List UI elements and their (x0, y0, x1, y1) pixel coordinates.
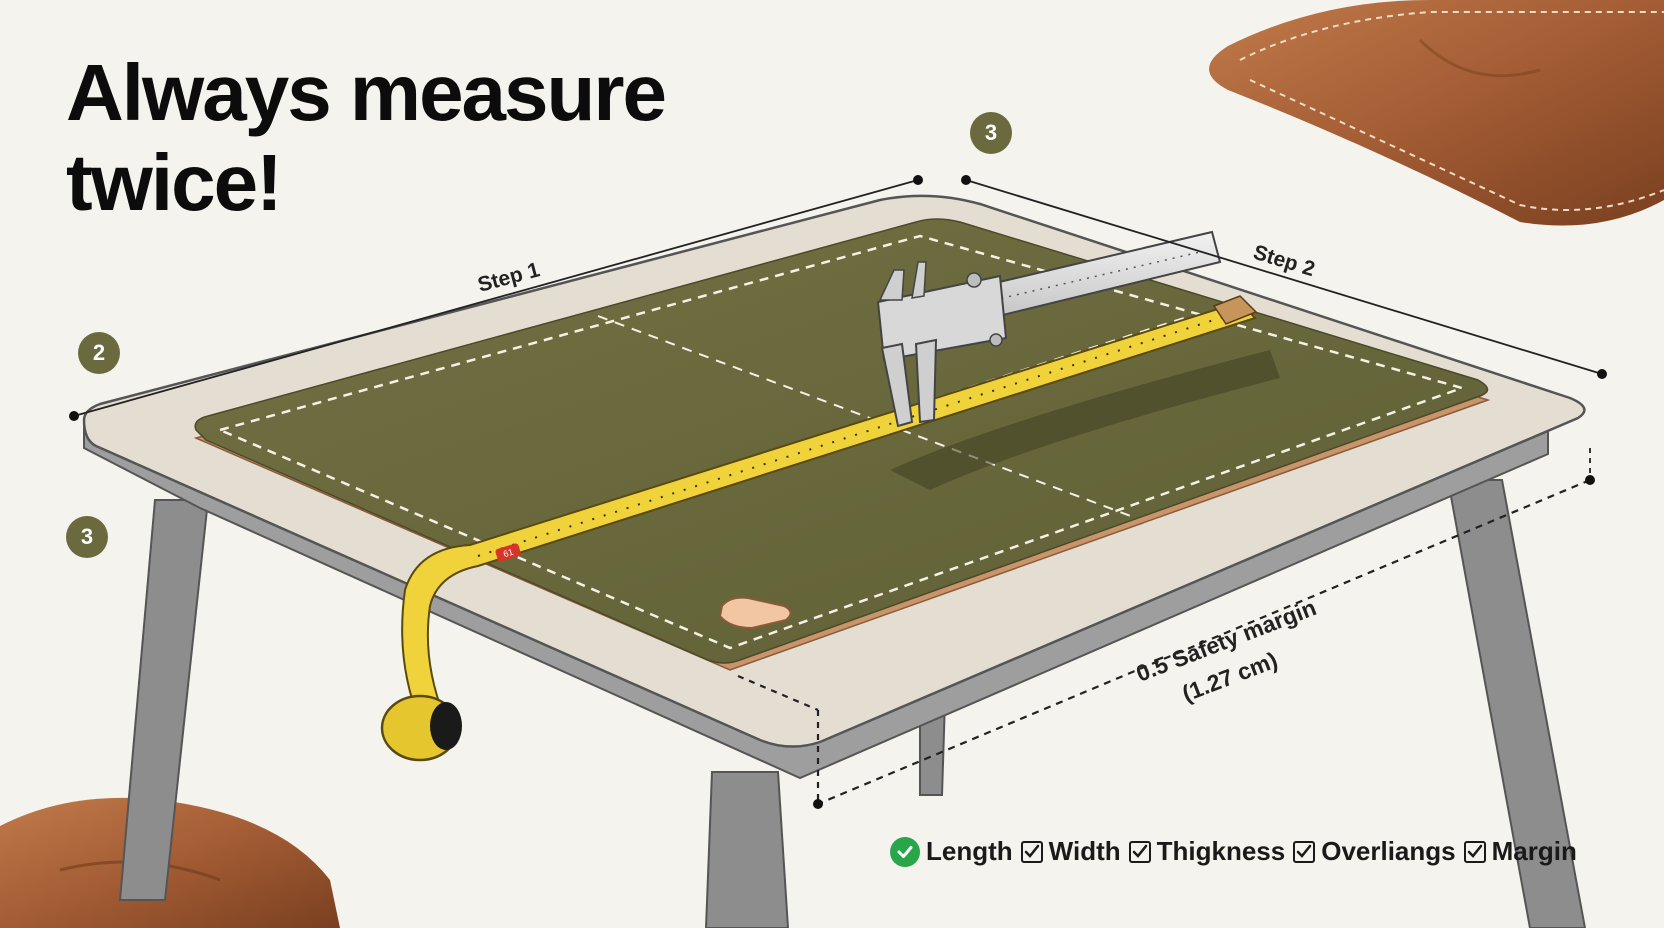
leather-swatch (718, 596, 792, 630)
dimension-lines (73, 179, 1603, 806)
checklist-label: Overliangs (1321, 836, 1456, 866)
page-title: Always measure twice! (66, 48, 667, 228)
step-badge-left-upper: 2 (78, 332, 120, 374)
check-circle-icon (890, 836, 920, 867)
checkbox-icon (1020, 840, 1043, 863)
caliper-icon (876, 230, 1222, 428)
checkbox-icon (1293, 840, 1316, 863)
checklist-label: Thigkness (1156, 836, 1286, 866)
checklist-label: Width (1048, 836, 1121, 866)
dimension-endpoints (69, 175, 1607, 809)
checklist-label: Length (926, 836, 1013, 866)
page-title-line-1: Always measure (66, 48, 667, 137)
checklist-item-margin: Margin (1463, 836, 1577, 867)
checklist-item-thickness: Thigkness (1128, 836, 1286, 867)
checklist-item-overhangs: Overliangs (1293, 836, 1456, 867)
step-2-label: Step 2 (1251, 241, 1318, 281)
tape-marker: 61 (502, 547, 515, 559)
checklist-item-length: Length (890, 836, 1013, 867)
step-badge-top: 3 (970, 112, 1012, 154)
step-badge-left-lower: 3 (66, 516, 108, 558)
checkbox-icon (1463, 840, 1486, 863)
tape-measure-icon: 61 (380, 295, 1258, 762)
leather-cushion-top-right (1209, 0, 1664, 226)
table-legs (118, 479, 1587, 928)
checklist-label: Margin (1491, 836, 1577, 866)
measurement-checklist: Length Width Thigkness Overliangs Margin (890, 836, 1577, 867)
checklist-item-width: Width (1020, 836, 1121, 867)
caliper-shadow (890, 350, 1280, 490)
page-title-line-2: twice! (66, 138, 283, 227)
checkbox-icon (1128, 840, 1151, 863)
